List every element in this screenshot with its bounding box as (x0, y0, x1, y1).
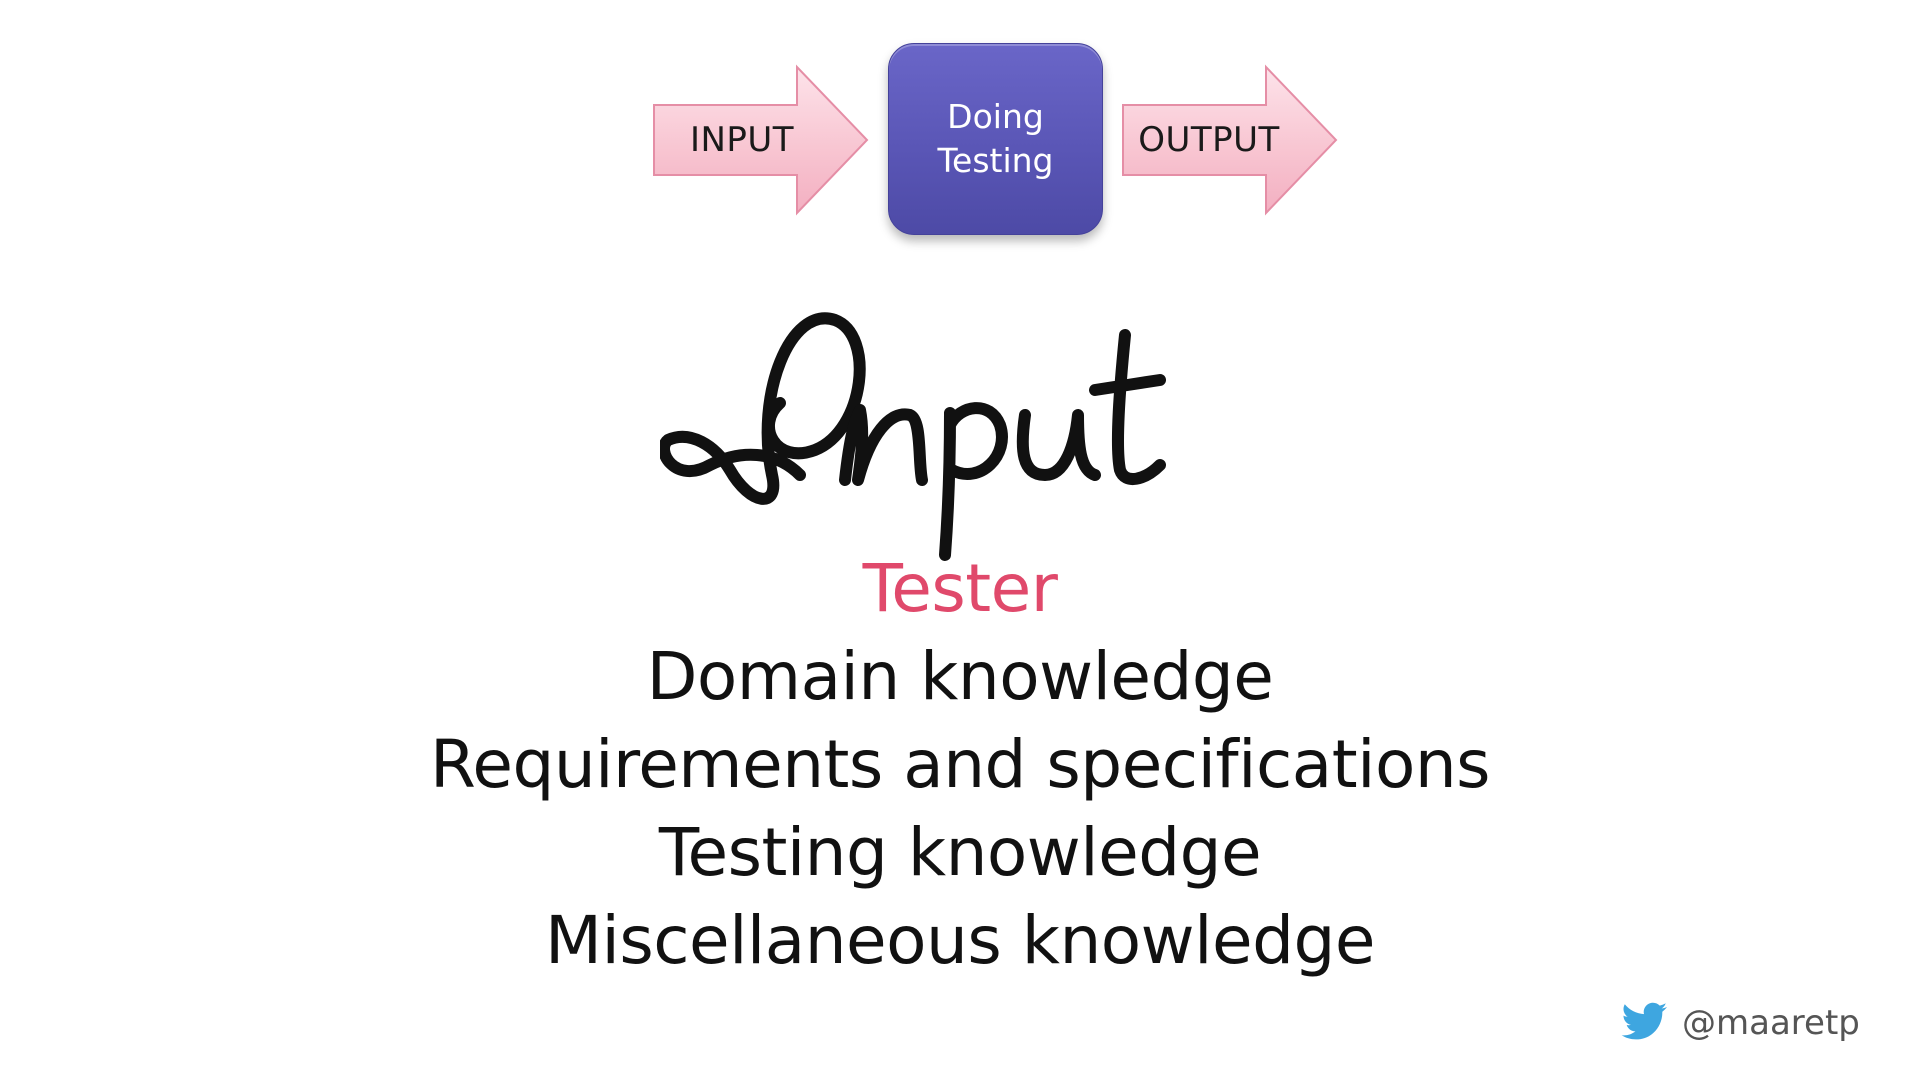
input-list: Tester Domain knowledge Requirements and… (0, 545, 1920, 985)
twitter-bird-icon (1621, 1002, 1667, 1040)
input-arrow: INPUT (652, 64, 872, 216)
process-label-line2: Testing (937, 141, 1054, 180)
script-heading (658, 275, 1260, 565)
script-heading-lettering (658, 312, 1166, 561)
list-item-requirements: Requirements and specifications (429, 726, 1491, 803)
list-item-tester: Tester (862, 550, 1058, 627)
doing-testing-box: Doing Testing (888, 43, 1103, 235)
process-flow-diagram: INPUT Doing Testing OUTPUT (0, 0, 1920, 260)
input-label: INPUT (689, 120, 795, 160)
list-item-misc-knowledge: Miscellaneous knowledge (545, 902, 1375, 979)
process-label-line1: Doing (947, 97, 1044, 136)
output-arrow-shape (1122, 64, 1338, 216)
output-label: OUTPUT (1138, 120, 1280, 160)
output-arrow: OUTPUT (1121, 64, 1341, 216)
list-item-testing-knowledge: Testing knowledge (658, 814, 1262, 891)
twitter-handle: @maaretp (1620, 998, 1860, 1048)
input-arrow-shape (653, 64, 869, 216)
handle-text: @maaretp (1682, 1003, 1860, 1043)
list-item-domain-knowledge: Domain knowledge (646, 638, 1274, 715)
